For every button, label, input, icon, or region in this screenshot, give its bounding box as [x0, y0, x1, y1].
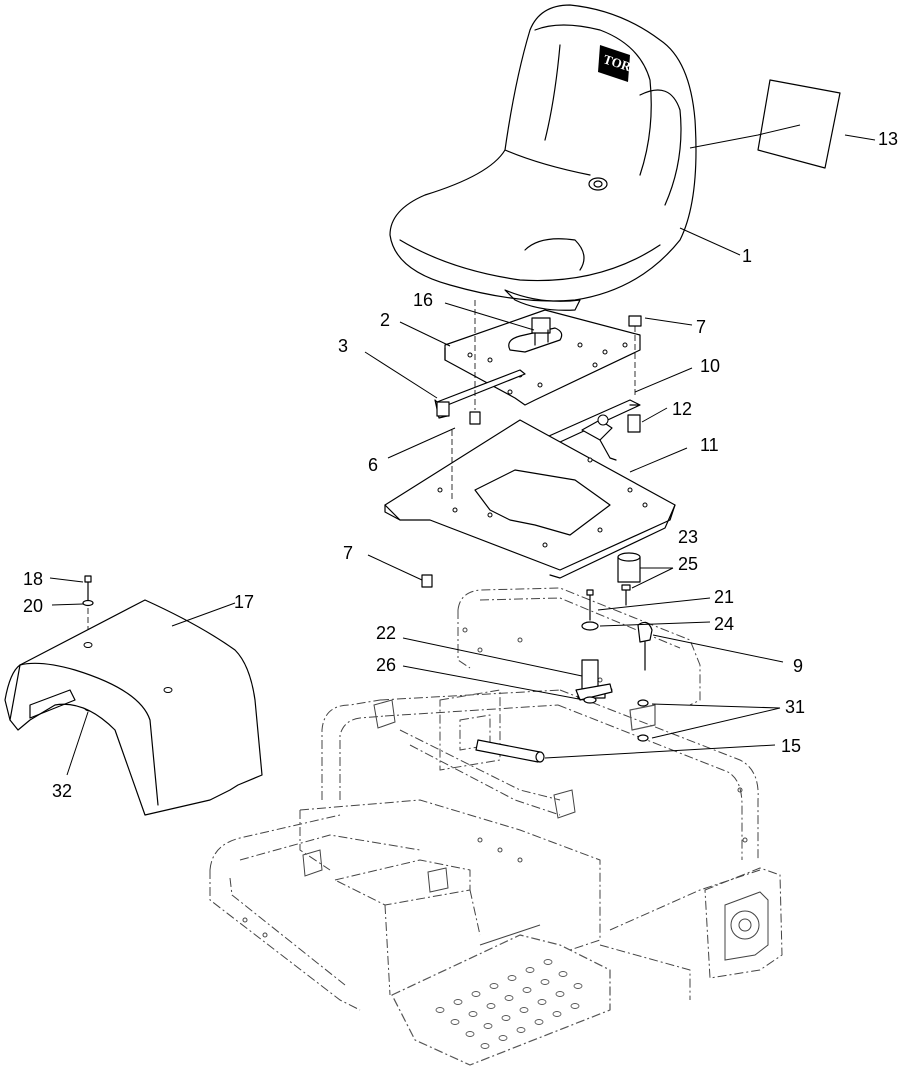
callout-16: 16: [413, 290, 433, 310]
callout-12: 12: [672, 399, 692, 419]
callout-21: 21: [714, 587, 734, 607]
callout-1: 1: [742, 246, 752, 266]
seat: TORO: [389, 4, 697, 311]
callout-6: 6: [368, 455, 378, 475]
callout-22: 22: [376, 623, 396, 643]
callout-26: 26: [376, 655, 396, 675]
seat-slide-left: [434, 369, 526, 419]
callout-9: 9: [793, 656, 803, 676]
leader-lines: [49, 134, 876, 776]
callout-2: 2: [380, 310, 390, 330]
mower-frame: [209, 587, 783, 1011]
callout-32: 32: [52, 781, 72, 801]
rear-shroud: [4, 599, 263, 816]
callout-13: 13: [878, 129, 898, 149]
callout-11: 11: [700, 435, 719, 455]
callout-labels: 1 2 3 6 7 7 9 10 11 12 13 15 16 17 18 20…: [23, 129, 898, 801]
callout-15: 15: [781, 736, 801, 756]
fasteners: [82, 300, 656, 763]
foot-plate: [391, 924, 611, 1066]
callout-10: 10: [700, 356, 720, 376]
callout-31: 31: [785, 697, 805, 717]
callout-18: 18: [23, 569, 43, 589]
warning-decal: [689, 79, 841, 169]
seat-pan: [384, 419, 676, 579]
callout-7-lower: 7: [343, 543, 353, 563]
callout-20: 20: [23, 596, 43, 616]
callout-24: 24: [714, 614, 734, 634]
callout-23: 23: [678, 527, 698, 547]
callout-3: 3: [338, 336, 348, 356]
callout-25: 25: [678, 554, 698, 574]
callout-17: 17: [234, 592, 254, 612]
callout-7-upper: 7: [696, 317, 706, 337]
